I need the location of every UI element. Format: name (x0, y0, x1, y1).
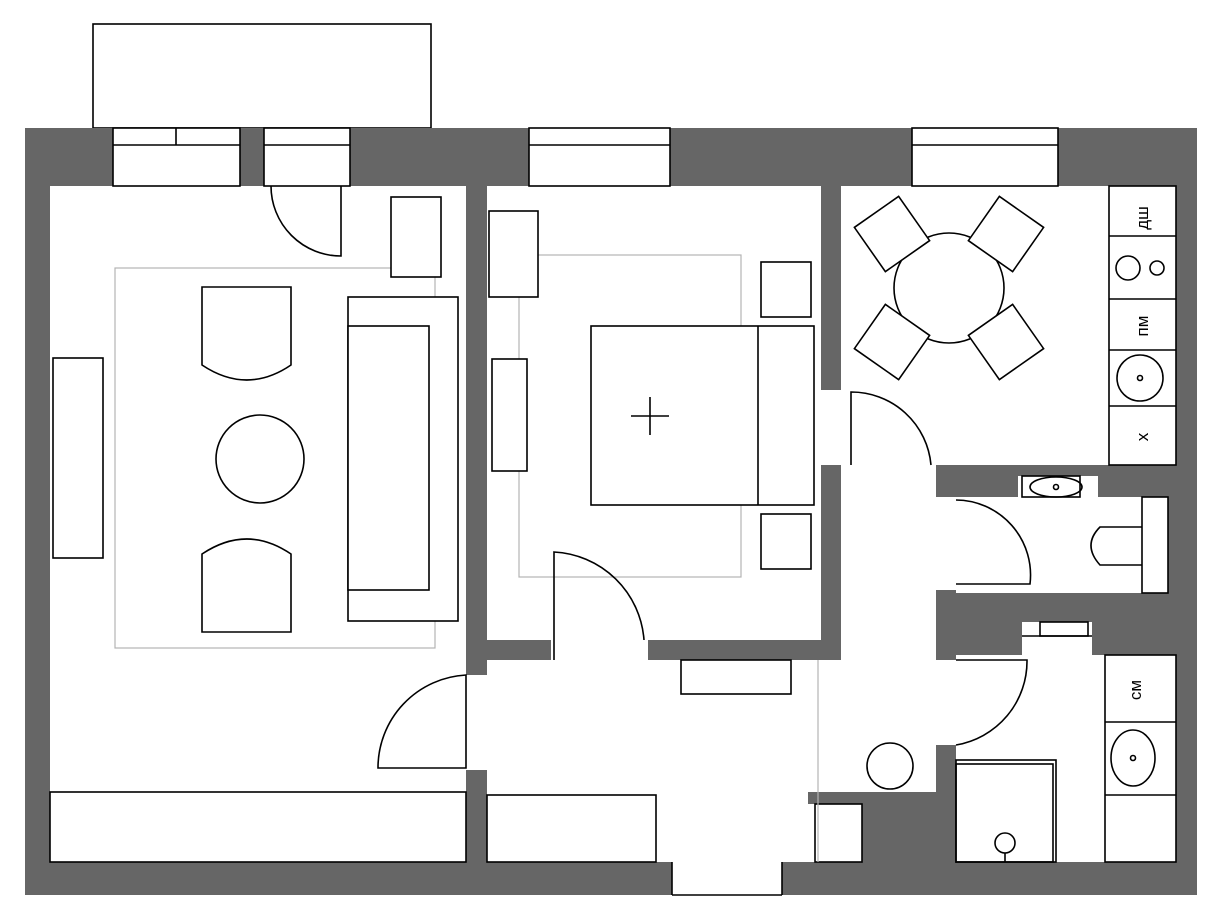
partition-stub-right (648, 640, 841, 660)
kitchen-door-opening (821, 390, 841, 465)
kitchen: дш пм х (850, 185, 1177, 466)
bathroom-1-fixtures (955, 475, 1169, 594)
balcony (92, 23, 432, 129)
bathroom-1 (956, 497, 1168, 593)
wc-wall-left (936, 745, 956, 862)
bedroom-door-opening (551, 640, 648, 660)
entry-door-opening (672, 862, 782, 895)
wc-door-opening (936, 660, 956, 745)
bath-door-opening (936, 497, 956, 590)
bath-wall-top (936, 465, 966, 497)
fridge-label: х (1133, 432, 1152, 441)
dishwasher-label: дш (1133, 206, 1152, 230)
bathroom-2-fixtures: см (955, 621, 1177, 863)
bath-wall-mid (936, 590, 956, 660)
partition-stub-left (487, 640, 551, 660)
bedroom (488, 210, 815, 660)
hall-niche-block (862, 792, 936, 862)
hall-fixtures (486, 659, 914, 863)
hall-corridor (841, 465, 936, 792)
washer-label: см (1126, 680, 1145, 700)
dishwasher-alt-label: пм (1133, 316, 1152, 337)
living-room (49, 185, 467, 863)
windows (112, 127, 1059, 187)
living-door-opening (466, 675, 487, 770)
